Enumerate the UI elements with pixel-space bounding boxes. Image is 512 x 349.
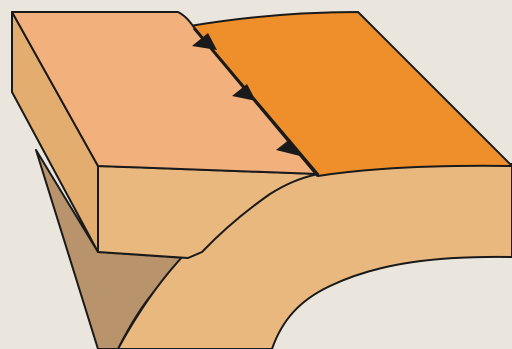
subduction-zone-diagram <box>0 0 512 349</box>
